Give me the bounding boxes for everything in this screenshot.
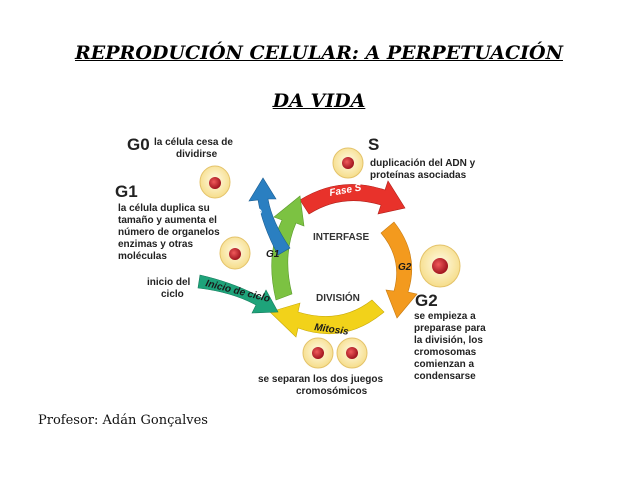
heading-g1: G1 [115, 182, 138, 201]
heading-s: S [368, 135, 379, 154]
g1-line-4: enzimas y otras [118, 239, 193, 250]
heading-g2: G2 [415, 291, 438, 310]
g1-line-1: la célula duplica su [118, 203, 210, 214]
g2-line-1: se empieza a [414, 311, 476, 322]
arrow-g0 [248, 177, 291, 256]
cycle-ring [269, 180, 418, 338]
g2-line-2: preparase para [414, 323, 486, 334]
author-credit: Profesor: Adán Gonçalves [38, 413, 208, 428]
g1-line-5: moléculas [118, 251, 167, 262]
g0-line-1: la célula cesa de [154, 137, 233, 148]
label-g2-arrow: G2 [398, 262, 412, 273]
s-line-2: proteínas asociadas [370, 170, 467, 181]
cell-g1 [219, 236, 251, 270]
label-g1-arrow: G1 [266, 249, 280, 260]
mitosis-note-line-2: cromosómicos [296, 386, 368, 397]
s-line-1: duplicación del ADN y [370, 158, 476, 169]
g2-line-3: la división, los [414, 335, 483, 346]
label-division: DIVISIÓN [316, 291, 360, 304]
g1-line-2: tamaño y aumenta el [118, 215, 217, 226]
label-g0-arrow: G0 [250, 206, 265, 223]
cell-g2 [419, 244, 461, 288]
g2-line-5: comienzan a [414, 359, 474, 370]
label-mitosis: Mitosis [314, 322, 350, 338]
arrow-inicio-ciclo [197, 274, 279, 314]
arrow-fase-s [299, 180, 406, 215]
page-title-line-1: REPRODUCIÓN CELULAR: A PERPETUACIÓN [75, 42, 563, 64]
g1-line-3: número de organelos [118, 227, 220, 238]
g0-line-2: dividirse [176, 149, 218, 160]
cell-daughter-right [336, 337, 368, 369]
cell-g0 [199, 165, 231, 199]
mitosis-note-line-1: se separan los dos juegos [258, 374, 383, 385]
page-title-line-2: DA VIDA [272, 90, 366, 112]
heading-g0: G0 [127, 135, 150, 154]
cell-s [332, 147, 364, 179]
arrow-mitosis [269, 299, 385, 338]
inicio-line-2: ciclo [161, 289, 184, 300]
arrow-g2 [380, 221, 418, 319]
label-interfase: INTERFASE [313, 232, 369, 243]
label-inicio-ciclo-arrow: Inicio de ciclo [204, 278, 271, 305]
g2-line-4: cromosomas [414, 347, 477, 358]
g2-line-6: condensarse [414, 371, 476, 382]
inicio-line-1: inicio del [147, 277, 191, 288]
cell-daughter-left [302, 337, 334, 369]
